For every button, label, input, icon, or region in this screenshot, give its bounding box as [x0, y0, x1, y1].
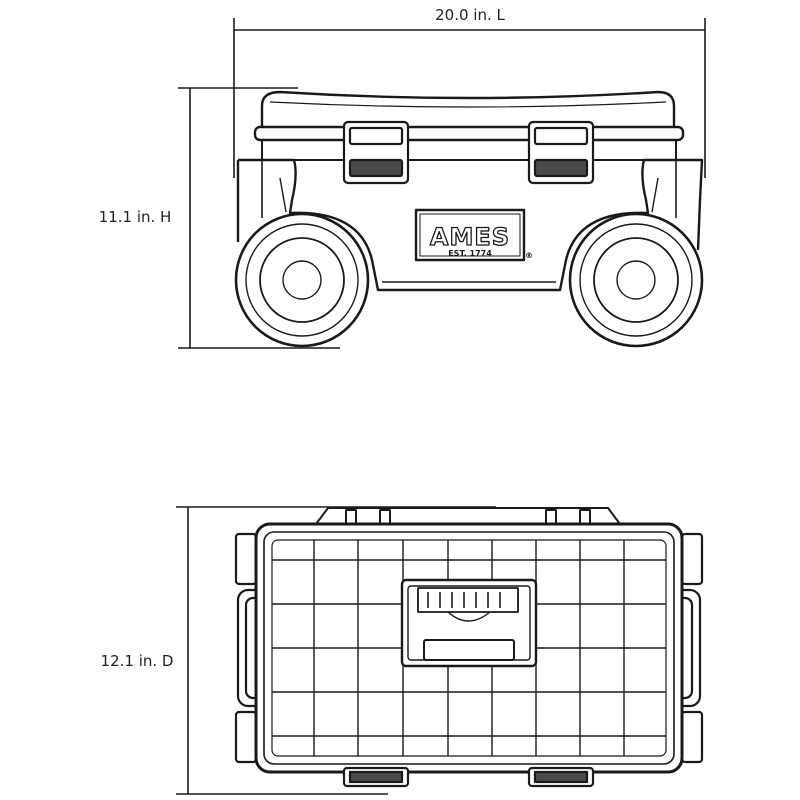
- ames-logo: AMES EST. 1774 ®: [414, 208, 533, 262]
- logo-tagline-text: EST. 1774: [448, 249, 492, 258]
- lid-latch-left: [342, 120, 410, 185]
- top-handle: [315, 507, 621, 525]
- logo-brand-text: AMES: [430, 223, 510, 251]
- wheel-right: [568, 212, 704, 348]
- height-label: 11.1 in. H: [99, 208, 172, 226]
- cart-body: [236, 158, 704, 292]
- cart-lid: [253, 90, 685, 161]
- handle-grip-ribs: [427, 592, 501, 608]
- bottom-latches: [342, 766, 595, 788]
- wheel-left: [234, 212, 370, 348]
- height-dimension-line: [178, 87, 340, 349]
- center-carry-handle: [400, 578, 538, 668]
- logo-registered-mark: ®: [525, 251, 533, 260]
- side-view: 20.0 in. L 11.1 in. H: [99, 6, 706, 349]
- depth-label: 12.1 in. D: [101, 652, 174, 670]
- length-dimension-line: [233, 18, 706, 178]
- lid-latch-right: [527, 120, 595, 185]
- length-label: 20.0 in. L: [435, 6, 505, 24]
- top-view: 12.1 in. D: [101, 506, 704, 795]
